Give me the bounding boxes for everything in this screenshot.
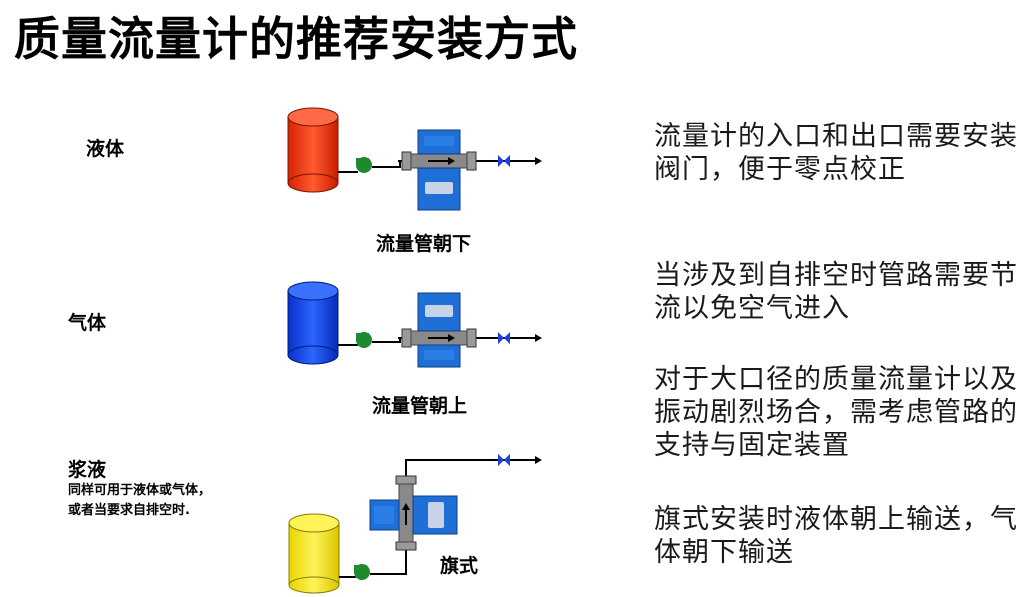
- arrow-icon: [535, 334, 542, 342]
- flowmeter-icon: [401, 129, 477, 211]
- note-valves: 流量计的入口和出口需要安装阀门，便于零点校正: [654, 121, 1018, 186]
- row-gas-diagram: [287, 281, 542, 368]
- arrow-icon: [535, 157, 542, 165]
- flowmeter-icon: [401, 292, 477, 368]
- valve-icon: [498, 454, 510, 466]
- slurry-sub-note: 同样可用于液体或气体， 或者当要求自排空时.: [68, 481, 211, 521]
- slurry-sub-line-1: 同样可用于液体或气体，: [68, 483, 212, 498]
- note-large-bore: 对于大口径的质量流量计以及振动剧烈场合，需考虑管路的支持与固定装置: [654, 364, 1018, 462]
- pump-icon: [356, 157, 372, 173]
- note-flag-mount: 旗式安装时液体朝上输送，气体朝下输送: [654, 504, 1018, 569]
- fluid-label-gas: 气体: [68, 312, 107, 334]
- flowmeter-icon: [369, 475, 458, 551]
- caption-tube-up: 流量管朝上: [372, 395, 468, 417]
- pump-icon: [354, 564, 370, 580]
- slurry-sub-line-2: 或者当要求自排空时.: [68, 503, 190, 519]
- fluid-label-liquid: 液体: [86, 138, 125, 160]
- page-title: 质量流量计的推荐安装方式: [14, 12, 578, 66]
- caption-flag: 旗式: [440, 555, 479, 577]
- note-self-drain: 当涉及到自排空时管路需要节流以免空气进入: [654, 260, 1018, 325]
- arrow-icon: [535, 456, 542, 464]
- pump-icon: [356, 332, 372, 348]
- tank-icon: [287, 281, 339, 365]
- tank-icon: [288, 513, 340, 594]
- valve-icon: [498, 155, 510, 167]
- valve-icon: [498, 332, 510, 344]
- tank-icon: [287, 107, 339, 193]
- fluid-label-slurry: 浆液: [68, 459, 107, 481]
- caption-tube-down: 流量管朝下: [376, 233, 472, 255]
- row-slurry-diagram: [288, 454, 542, 594]
- row-liquid-diagram: [287, 107, 542, 211]
